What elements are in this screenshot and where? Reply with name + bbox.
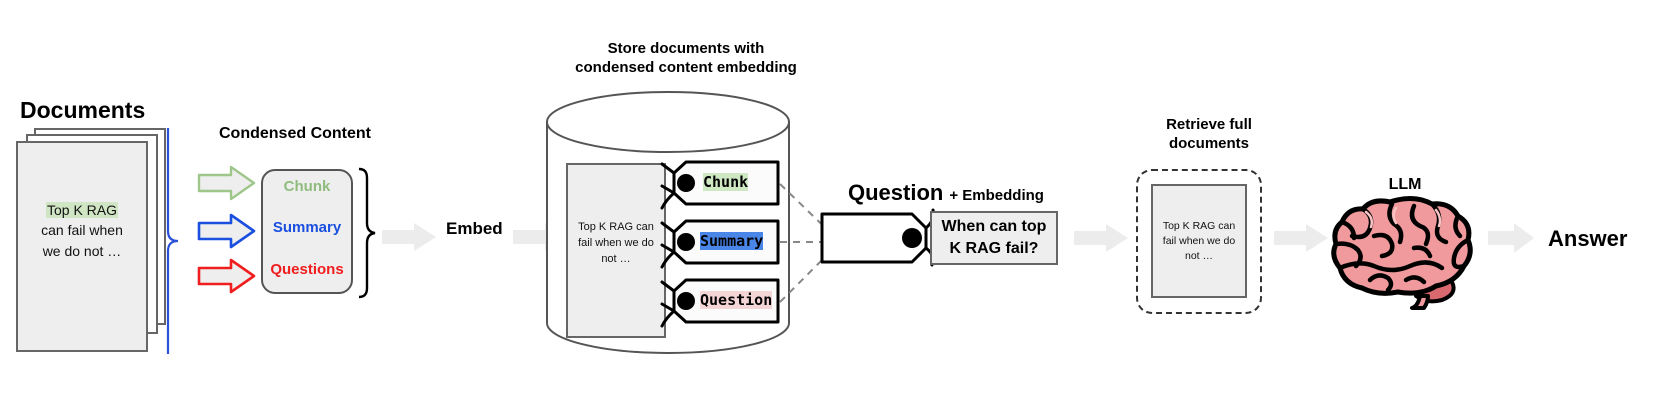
- condensed-content-title: Condensed Content: [219, 125, 371, 142]
- document-line-3: we do not …: [42, 242, 122, 259]
- condensed-content-box: Chunk Summary Questions: [261, 169, 353, 294]
- brain-icon: [1331, 196, 1473, 310]
- question-embedding-suffix: + Embedding: [949, 187, 1044, 204]
- document-highlight-text: Top K RAG: [45, 202, 119, 218]
- retrieved-doc-line-1: Top K RAG can: [1162, 220, 1236, 232]
- question-embedding-title: Question + Embedding: [848, 180, 1044, 206]
- retrieved-documents-container: [1136, 169, 1262, 314]
- tag-summary-label-wrap: Summary: [700, 232, 764, 251]
- question-title: Question: [848, 180, 944, 205]
- gray-arrow-to-embed: [382, 223, 436, 251]
- stored-document-text: Top K RAG can fail when we do not …: [566, 220, 666, 268]
- document-line-2: can fail when: [41, 222, 123, 239]
- answer-label: Answer: [1548, 226, 1628, 251]
- stored-doc-line-1: Top K RAG can: [578, 221, 654, 233]
- condensed-brace: [358, 167, 376, 299]
- tag-question-label: Question: [700, 291, 773, 309]
- tag-chunk-label-wrap: Chunk: [703, 173, 749, 192]
- gray-arrow-to-retrieve: [1074, 224, 1128, 252]
- condensed-item-summary: Summary: [272, 219, 342, 236]
- gray-arrow-to-answer: [1488, 223, 1534, 253]
- documents-title: Documents: [20, 97, 146, 123]
- retrieved-document-text: Top K RAG can fail when we do not …: [1151, 219, 1247, 265]
- tag-summary-label: Summary: [700, 232, 764, 250]
- embed-label: Embed: [446, 219, 503, 238]
- tag-question-label-wrap: Question: [700, 291, 773, 310]
- documents-brace: [166, 128, 179, 354]
- document-page-front: [16, 141, 148, 352]
- gray-arrow-to-llm: [1274, 224, 1328, 252]
- question-tag-icon: [820, 208, 936, 267]
- retrieved-document: [1151, 184, 1247, 298]
- retrieved-doc-line-3: not …: [1184, 250, 1213, 263]
- stored-document: [566, 163, 666, 338]
- store-documents-title: Store documents with condensed content e…: [575, 40, 797, 76]
- stored-doc-line-2: fail when we do: [578, 236, 654, 249]
- questions-arrow-icon: [197, 258, 256, 294]
- condensed-item-questions: Questions: [270, 261, 344, 278]
- stored-doc-line-3: not …: [601, 252, 631, 265]
- condensed-item-chunk: Chunk: [283, 178, 331, 195]
- retrieve-documents-title: Retrieve full documents: [1166, 116, 1252, 152]
- retrieved-doc-line-2: fail when we do: [1162, 235, 1236, 248]
- question-box: When can top K RAG fail?: [930, 211, 1058, 265]
- summary-arrow-icon: [197, 213, 256, 249]
- tag-chunk-label: Chunk: [703, 173, 749, 191]
- document-text: Top K RAG can fail when we do not …: [16, 200, 148, 261]
- chunk-arrow-icon: [197, 165, 256, 201]
- llm-label: LLM: [1388, 176, 1422, 193]
